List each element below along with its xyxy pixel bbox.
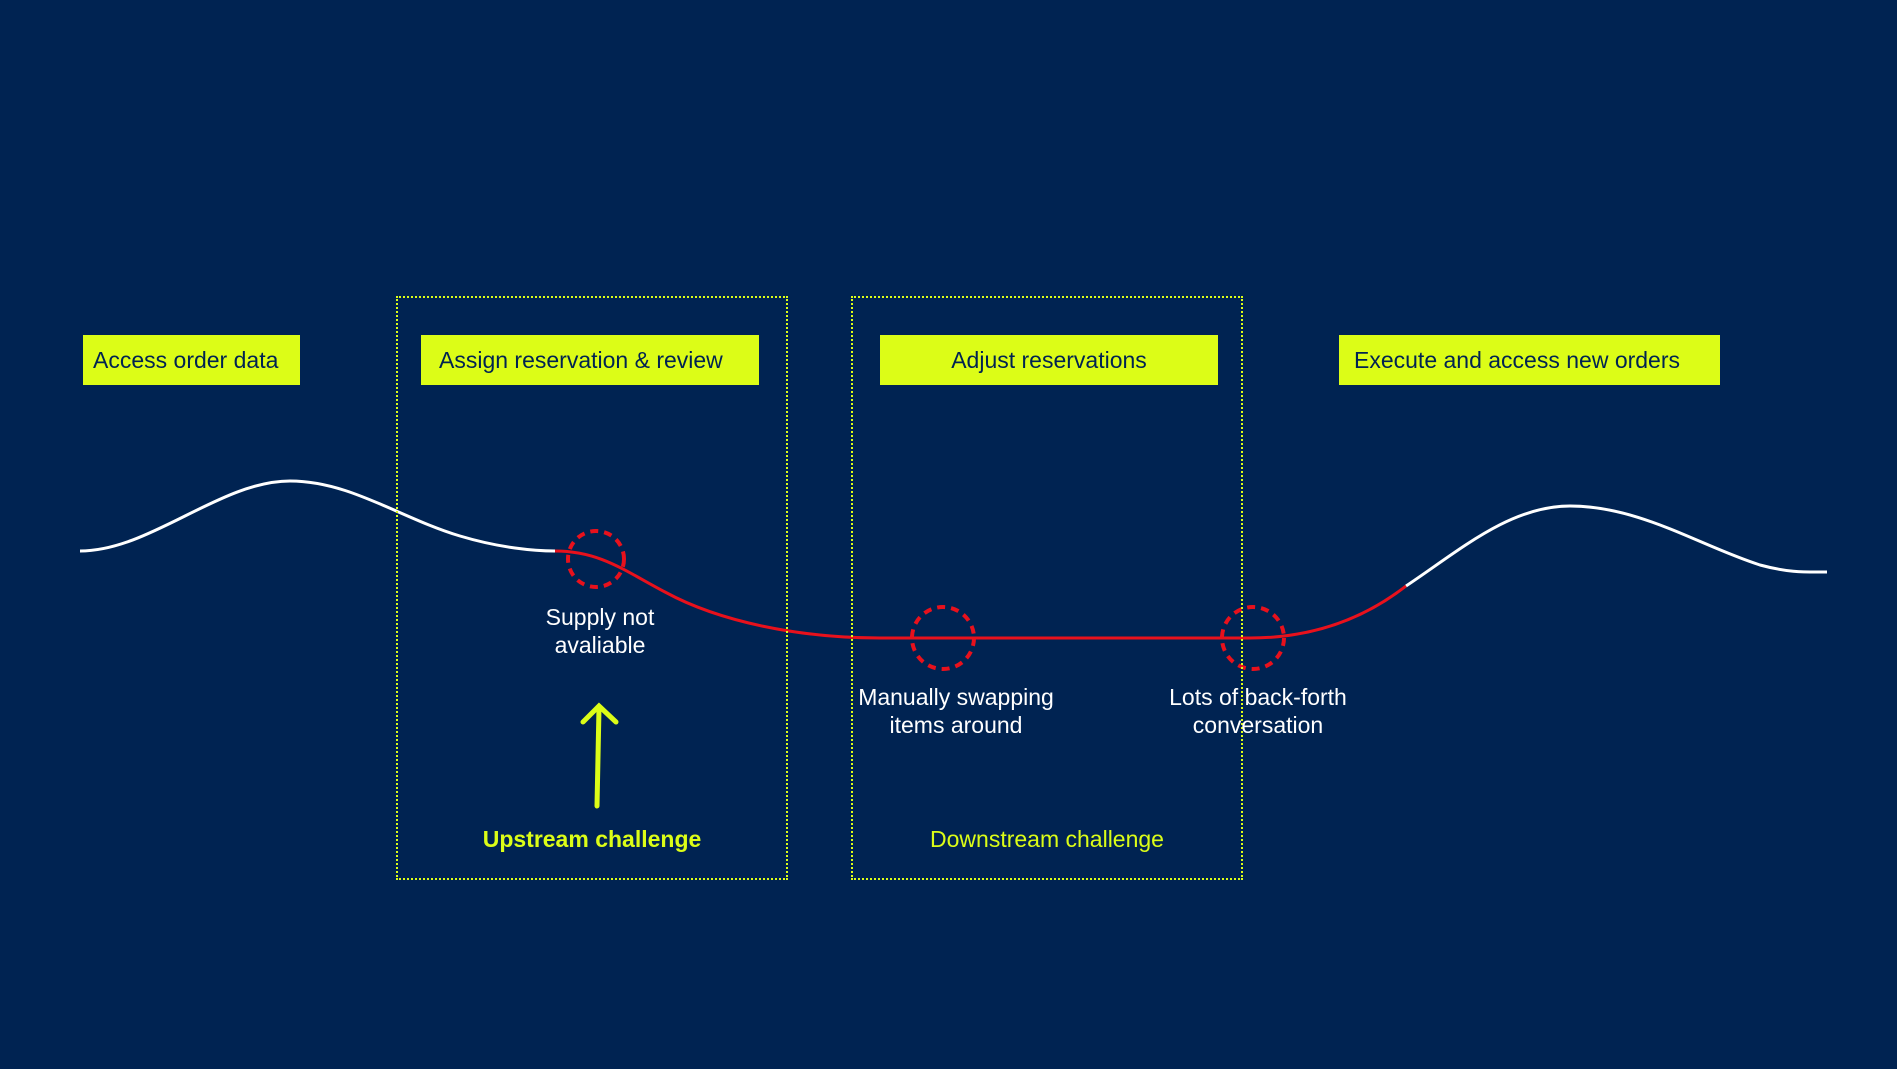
- stage-assign-reservation: Assign reservation & review: [421, 335, 759, 385]
- pain-marker-backforth: [1220, 605, 1286, 671]
- pain-marker-supply: [566, 529, 626, 589]
- pain-label-line: avaliable: [554, 632, 646, 658]
- pain-label-line: Supply not: [545, 604, 655, 630]
- pain-label-line: items around: [889, 712, 1023, 738]
- downstream-challenge-label: Downstream challenge: [930, 826, 1164, 852]
- pain-label-line: conversation: [1192, 712, 1324, 738]
- arrow-up-icon: [580, 702, 619, 809]
- stage-label: Assign reservation & review: [439, 346, 723, 373]
- downstream-zone: [851, 296, 1243, 880]
- journey-line-right: [1405, 504, 1828, 588]
- stage-label: Execute and access new orders: [1354, 346, 1681, 373]
- pain-label-line: Lots of back-forth: [1169, 684, 1347, 710]
- stage-access-order-data: Access order data: [83, 335, 300, 385]
- stage-label: Access order data: [93, 346, 279, 373]
- pain-label-supply: Supply not avaliable: [520, 603, 680, 659]
- pain-label-backforth: Lots of back-forth conversation: [1148, 683, 1368, 739]
- upstream-challenge-label: Upstream challenge: [482, 826, 702, 852]
- pain-line: [554, 549, 1407, 640]
- stage-adjust-reservations: Adjust reservations: [880, 335, 1218, 385]
- journey-line-left: [79, 479, 556, 553]
- stage-execute-new-orders: Execute and access new orders: [1339, 335, 1720, 385]
- pain-marker-swapping: [910, 605, 976, 671]
- pain-label-swapping: Manually swapping items around: [846, 683, 1066, 739]
- stage-label: Adjust reservations: [951, 346, 1147, 373]
- upstream-zone: [396, 296, 788, 880]
- pain-label-line: Manually swapping: [858, 684, 1054, 710]
